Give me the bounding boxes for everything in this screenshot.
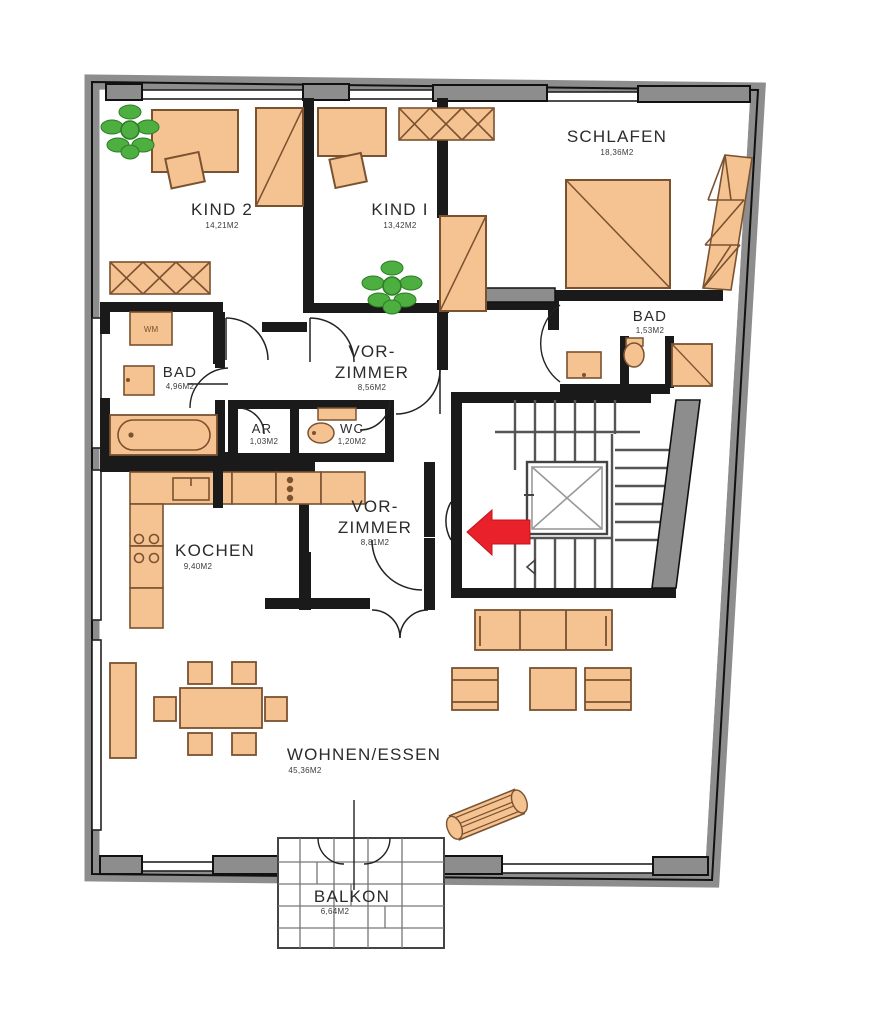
- window-wall-stubs: [105, 83, 751, 103]
- room-name: BAD: [633, 308, 667, 325]
- furniture-kind1: [317, 107, 495, 315]
- room-area: 1,20M2: [338, 437, 367, 446]
- furniture-wc: [307, 407, 357, 444]
- room-label-kind1: KIND I 13,42M2: [371, 200, 428, 230]
- furniture-dining: [109, 661, 288, 759]
- room-label-vorzimmer-2: VOR- ZIMMER 8,81M2: [338, 497, 412, 547]
- room-name-line2: ZIMMER: [338, 518, 412, 537]
- room-label-bad-klein: BAD 1,53M2: [633, 308, 667, 335]
- room-label-schlafen: SCHLAFEN 18,36M2: [567, 127, 667, 157]
- room-area: 4,96M2: [166, 382, 195, 391]
- lounger-furniture: [445, 788, 528, 841]
- room-name: KIND I: [371, 200, 428, 219]
- room-name: BALKON: [314, 887, 390, 906]
- entrance-direction-arrow: [466, 508, 531, 557]
- room-area: 45,36M2: [288, 766, 321, 775]
- room-name: SCHLAFEN: [567, 127, 667, 146]
- room-area: 9,40M2: [184, 562, 213, 571]
- windows-left: [91, 317, 102, 831]
- room-label-wohnen-essen: WOHNEN/ESSEN 45,36M2: [287, 745, 441, 775]
- room-area: 14,21M2: [205, 221, 238, 230]
- elevator-shaft-icon: [524, 460, 609, 536]
- room-area: 1,03M2: [250, 437, 279, 446]
- kitchen-wall-stub: [213, 466, 223, 508]
- door-swings: [225, 317, 452, 639]
- room-label-kind2: KIND 2 14,21M2: [191, 200, 253, 230]
- room-label-vorzimmer-1: VOR- ZIMMER 8,56M2: [335, 342, 409, 392]
- room-area: 1,53M2: [636, 326, 665, 335]
- room-name: AR: [252, 421, 272, 436]
- furniture-kind2: [100, 104, 304, 295]
- washing-machine-label: WM: [144, 325, 159, 334]
- room-area: 13,42M2: [383, 221, 416, 230]
- plant-icon-kind1: [361, 260, 423, 315]
- room-area: 8,56M2: [358, 383, 387, 392]
- room-area: 6,64M2: [321, 907, 350, 916]
- room-label-wc: WC 1,20M2: [338, 421, 367, 446]
- windows-top: [139, 89, 641, 102]
- furniture-schlafen: [565, 154, 753, 291]
- room-label-kochen: KOCHEN 9,40M2: [175, 541, 255, 571]
- room-name: VOR-: [348, 342, 395, 361]
- room-label-balkon: BALKON 6,64M2: [314, 887, 390, 916]
- furniture-bad-gross: WM: [109, 311, 229, 456]
- room-name: KOCHEN: [175, 541, 255, 560]
- stairwell: [495, 399, 701, 589]
- room-area: 8,81M2: [361, 538, 390, 547]
- room-name: WC: [340, 421, 364, 436]
- furniture-bad-klein: [539, 304, 713, 387]
- room-label-bad-gross: BAD 4,96M2: [163, 364, 197, 391]
- plant-icon-kind2: [100, 104, 160, 160]
- room-label-ar: AR 1,03M2: [250, 421, 279, 446]
- room-name: KIND 2: [191, 200, 253, 219]
- room-name: BAD: [163, 364, 197, 381]
- room-labels: KIND 2 14,21M2 KIND I 13,42M2 SCHLAFEN 1…: [163, 127, 667, 916]
- room-name: VOR-: [351, 497, 398, 516]
- room-area: 18,36M2: [600, 148, 633, 157]
- balkon: [277, 800, 445, 949]
- room-name: WOHNEN/ESSEN: [287, 745, 441, 764]
- furniture-lounge: [451, 609, 632, 711]
- room-name-line2: ZIMMER: [335, 363, 409, 382]
